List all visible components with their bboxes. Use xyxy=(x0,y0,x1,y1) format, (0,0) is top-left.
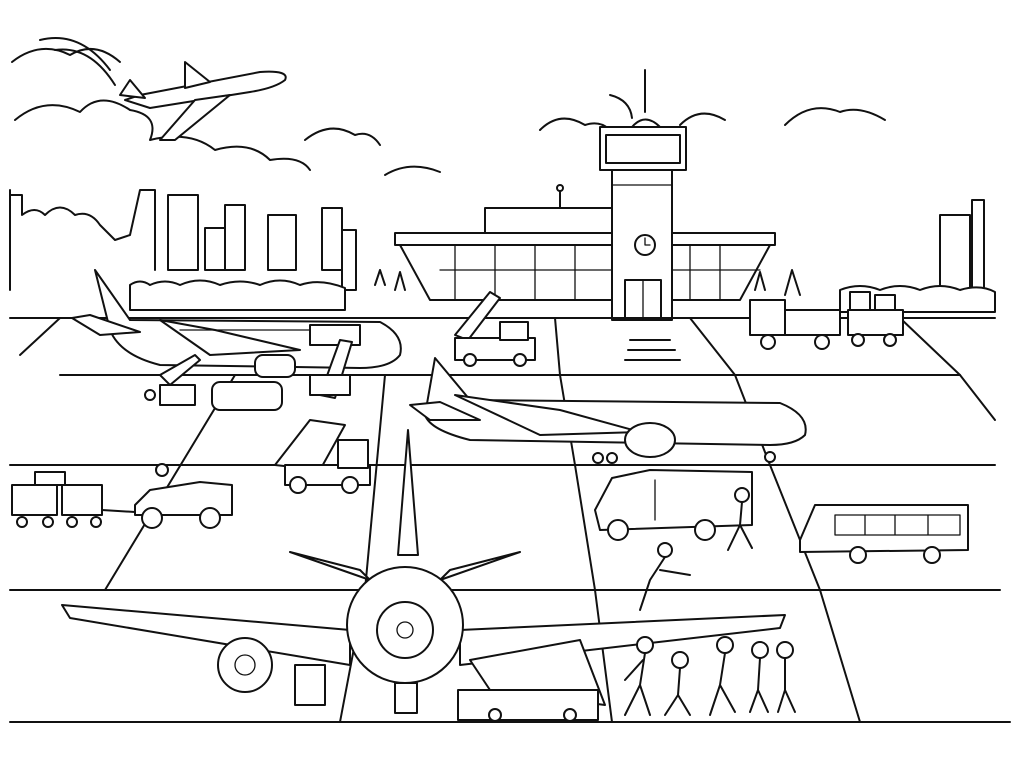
passengers xyxy=(625,488,795,715)
city-skyline xyxy=(10,190,995,312)
baggage-tractor xyxy=(12,464,232,528)
airplane-in-sky xyxy=(120,62,286,140)
front-airplane xyxy=(62,430,785,721)
parked-airplane-left xyxy=(72,270,401,410)
taxiing-airplane xyxy=(410,358,806,463)
stair-truck-middle xyxy=(275,420,370,493)
clouds xyxy=(12,38,885,175)
stair-truck xyxy=(455,292,535,366)
terminal-building xyxy=(375,185,800,300)
cargo-truck xyxy=(750,292,903,349)
ambulance xyxy=(595,470,752,540)
control-tower xyxy=(600,70,686,320)
bus xyxy=(800,505,968,563)
